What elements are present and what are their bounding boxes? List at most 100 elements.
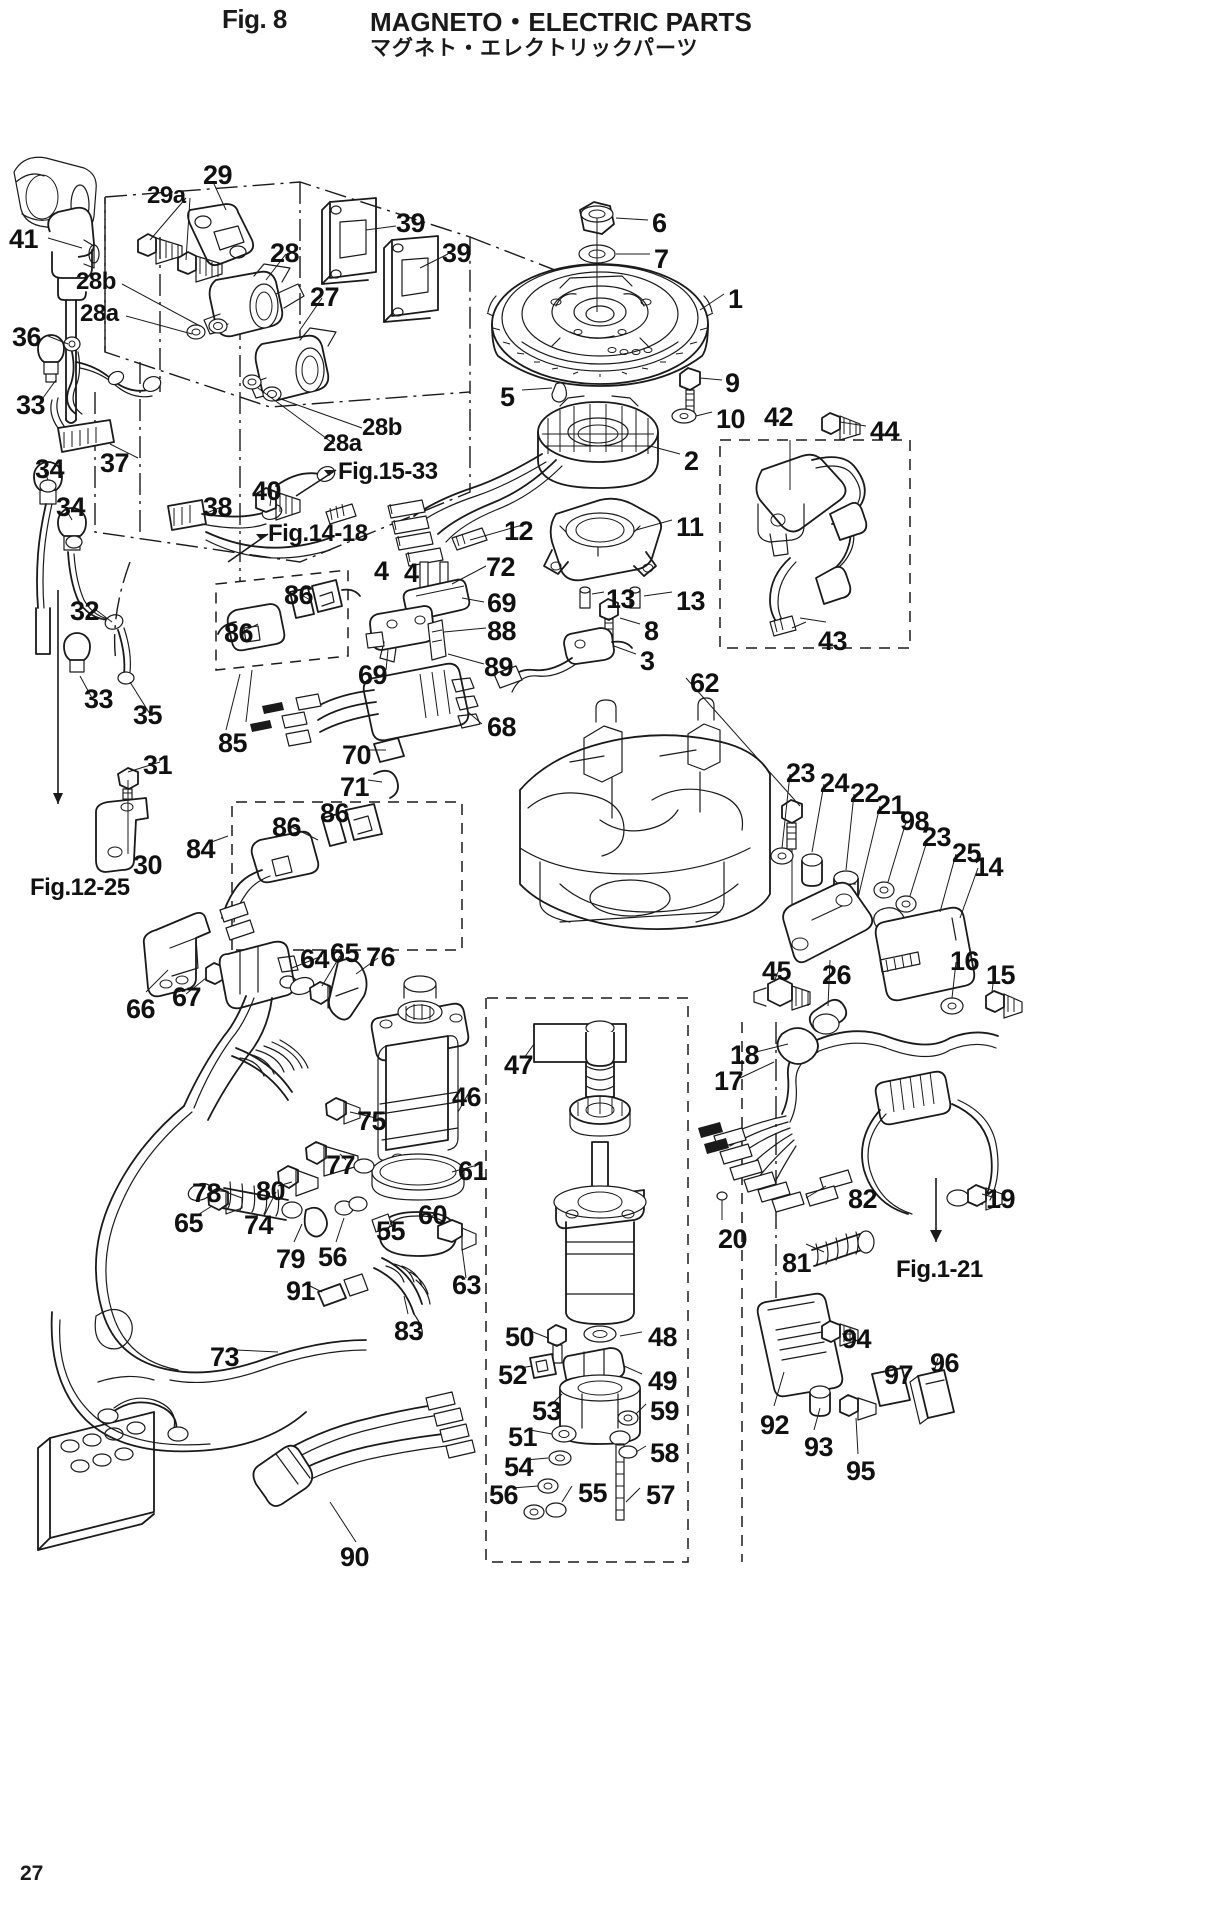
exploded-parts-drawing: .s{fill:none;stroke:#1a1a1a;stroke-width… xyxy=(0,62,1232,1862)
callout-number-72: 72 xyxy=(486,552,516,582)
starter-detail-box xyxy=(485,997,689,1563)
bullet-terminals xyxy=(425,1391,476,1459)
callout-number-23: 23 xyxy=(786,758,816,788)
callout-number-93: 93 xyxy=(804,1432,834,1462)
callout-number-39: 39 xyxy=(396,208,426,238)
callout-number-7: 7 xyxy=(654,244,669,274)
diagram-svg: .s{fill:none;stroke:#1a1a1a;stroke-width… xyxy=(13,156,1023,1563)
callout-number-86: 86 xyxy=(224,618,254,648)
part-28-connector xyxy=(203,263,305,338)
callout-number-2: 2 xyxy=(684,446,699,476)
callout-number-29: 29 xyxy=(203,160,233,190)
callout-number-23: 23 xyxy=(922,822,952,852)
callout-number-78: 78 xyxy=(192,1178,222,1208)
bullet-terminal-fan xyxy=(698,1115,805,1213)
callout-number-32: 32 xyxy=(70,596,100,626)
callout-number-5: 5 xyxy=(500,382,515,412)
callout-number-67: 67 xyxy=(172,982,202,1012)
callout-number-17: 17 xyxy=(714,1066,744,1096)
callout-number-34: 34 xyxy=(35,454,65,484)
part-81-spring xyxy=(811,1230,875,1267)
part-41-clamp xyxy=(47,206,100,424)
callout-number-68: 68 xyxy=(487,712,517,742)
upper-left-assembly xyxy=(13,156,561,804)
callout-number-33: 33 xyxy=(16,390,46,420)
page-title: MAGNETO・ELECTRIC PARTS xyxy=(370,7,752,37)
callout-number-97: 97 xyxy=(884,1360,914,1390)
callout-number-40: 40 xyxy=(252,476,282,506)
part-29-bracket xyxy=(187,203,255,267)
callout-number-86: 86 xyxy=(272,812,302,842)
stator-base-assembly xyxy=(493,497,803,946)
starter-motor xyxy=(221,975,477,1337)
callout-number-13: 13 xyxy=(676,586,706,616)
callout-number-62: 62 xyxy=(690,668,720,698)
figure-reference[interactable]: Fig.15-33 xyxy=(338,458,438,485)
callout-number-28a: 28a xyxy=(323,430,362,457)
callout-number-14: 14 xyxy=(974,852,1004,882)
figure-reference[interactable]: Fig.14-18 xyxy=(268,520,368,547)
callout-number-75: 75 xyxy=(357,1106,387,1136)
solenoid-assembly xyxy=(142,911,368,1215)
stator-lead-wires xyxy=(387,453,563,589)
callout-number-60: 60 xyxy=(418,1200,448,1230)
relay-box-84 xyxy=(219,801,463,951)
callout-number-16: 16 xyxy=(950,946,980,976)
figure-reference[interactable]: Fig.1-21 xyxy=(896,1256,983,1283)
callout-number-1: 1 xyxy=(728,284,743,314)
callout-number-63: 63 xyxy=(452,1270,482,1300)
callout-number-65: 65 xyxy=(330,938,360,968)
callout-number-46: 46 xyxy=(452,1082,482,1112)
callout-number-84: 84 xyxy=(186,834,216,864)
callout-number-51: 51 xyxy=(508,1422,538,1452)
callout-number-52: 52 xyxy=(498,1360,528,1390)
callout-number-65: 65 xyxy=(174,1208,204,1238)
callout-number-98: 98 xyxy=(900,806,930,836)
callout-number-20: 20 xyxy=(718,1224,748,1254)
callout-number-59: 59 xyxy=(650,1396,680,1426)
callout-number-79: 79 xyxy=(276,1244,306,1274)
part-90-cable-bundle xyxy=(252,1391,476,1507)
callout-number-55: 55 xyxy=(376,1216,406,1246)
callout-number-48: 48 xyxy=(648,1322,678,1352)
callout-number-66: 66 xyxy=(126,994,156,1024)
callout-number-15: 15 xyxy=(986,960,1016,990)
callout-number-4: 4 xyxy=(404,558,419,588)
callout-number-24: 24 xyxy=(820,768,850,798)
callout-number-8: 8 xyxy=(644,616,659,646)
callout-number-69: 69 xyxy=(358,660,388,690)
callout-number-88: 88 xyxy=(487,616,517,646)
callout-number-4: 4 xyxy=(374,556,389,586)
callout-number-95: 95 xyxy=(846,1456,876,1486)
fuse-block-assembly xyxy=(756,1292,955,1425)
callout-number-26: 26 xyxy=(822,960,852,990)
figure-reference[interactable]: Fig.12-25 xyxy=(30,874,130,901)
callout-number-18: 18 xyxy=(730,1040,760,1070)
callout-number-55: 55 xyxy=(578,1478,608,1508)
spring-47 xyxy=(585,1061,615,1103)
stator-coil xyxy=(537,395,659,489)
cdi-unit-assembly xyxy=(753,847,1023,1035)
callout-number-47: 47 xyxy=(504,1050,534,1080)
callout-number-92: 92 xyxy=(760,1410,790,1440)
callout-number-70: 70 xyxy=(342,740,372,770)
callout-number-85: 85 xyxy=(218,728,248,758)
callout-number-56: 56 xyxy=(489,1480,519,1510)
callout-number-34: 34 xyxy=(56,492,86,522)
callout-number-28b: 28b xyxy=(362,414,402,441)
callout-number-90: 90 xyxy=(340,1542,370,1572)
callout-number-33: 33 xyxy=(84,684,114,714)
part-78-spring xyxy=(221,1181,303,1221)
callout-number-91: 91 xyxy=(286,1276,316,1306)
part-30-bracket xyxy=(95,767,149,873)
callout-number-76: 76 xyxy=(366,942,396,972)
part-29a-bolts xyxy=(137,233,223,283)
rectifier-assembly xyxy=(250,578,481,799)
callout-number-69: 69 xyxy=(487,588,517,618)
callout-number-21: 21 xyxy=(876,790,906,820)
callout-number-19: 19 xyxy=(986,1184,1016,1214)
figure-label: Fig. 8 xyxy=(222,4,287,34)
callout-number-42: 42 xyxy=(764,402,794,432)
callout-number-49: 49 xyxy=(648,1366,678,1396)
